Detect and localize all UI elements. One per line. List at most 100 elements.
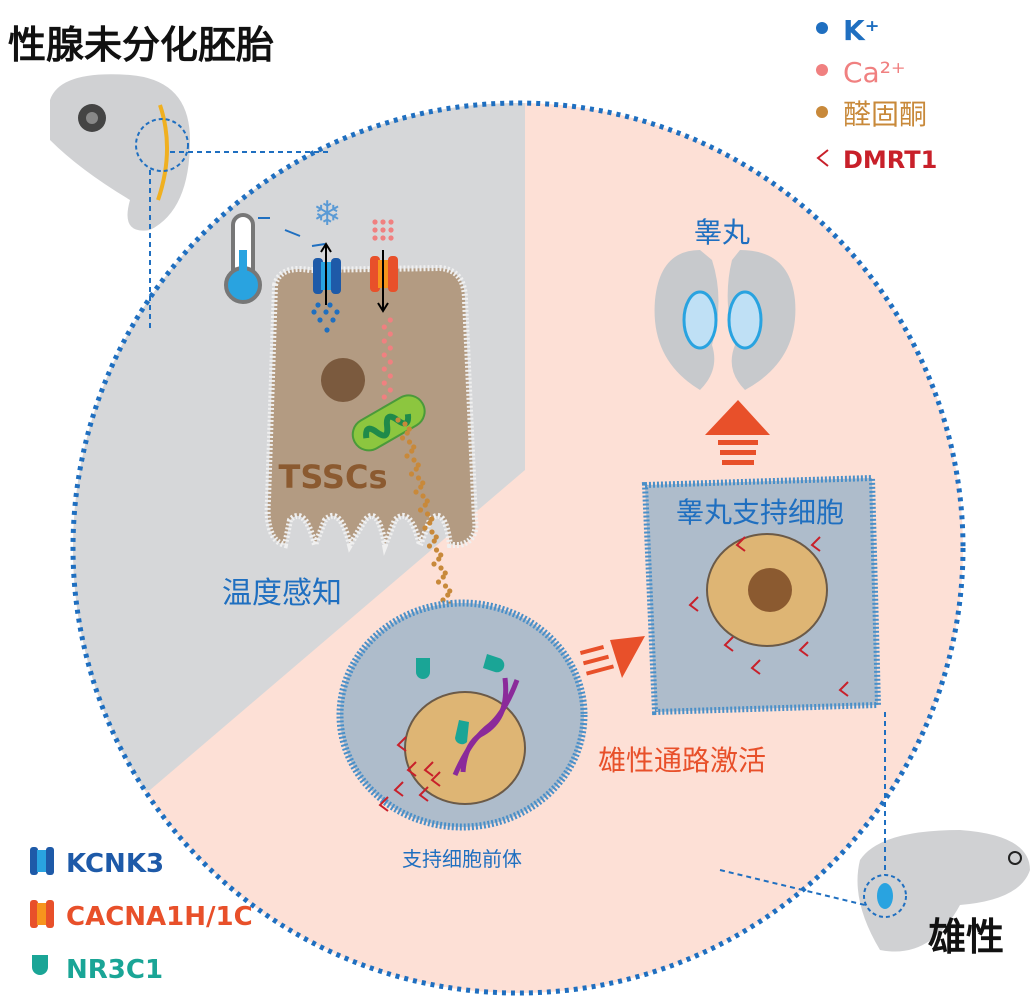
legend-kcnk3: KCNK3 bbox=[66, 849, 164, 879]
aldosterone-dot bbox=[445, 592, 451, 598]
dmrt1-marker bbox=[418, 786, 429, 802]
aldosterone-dot bbox=[413, 466, 419, 472]
aldosterone-dot bbox=[442, 583, 449, 589]
aldosterone-dot bbox=[427, 520, 433, 526]
aldosterone-dot bbox=[424, 498, 430, 504]
male-pathway-label: 雄性通路激活 bbox=[598, 744, 766, 777]
cacna1h-icon bbox=[30, 900, 54, 928]
aldosterone-dot bbox=[424, 511, 431, 517]
aldosterone-dot bbox=[415, 462, 421, 468]
aldosterone-dot bbox=[395, 417, 401, 423]
ca-ion-dot bbox=[372, 219, 378, 225]
aldosterone-dot bbox=[406, 426, 412, 432]
aldosterone-dot bbox=[422, 525, 428, 531]
main-circle-border bbox=[70, 100, 966, 996]
aldosterone-dot bbox=[420, 480, 426, 486]
ca-ion-dot bbox=[387, 317, 393, 323]
arrow-right-icon bbox=[579, 636, 645, 678]
dmrt1-marker bbox=[723, 636, 734, 652]
legend-bottom: KCNK3 CACNA1H/1C NR3C1 bbox=[30, 847, 253, 985]
dmrt1-marker bbox=[735, 536, 746, 552]
aldosterone-dot bbox=[442, 570, 448, 576]
aldosterone-dot bbox=[431, 561, 437, 567]
aldosterone-dot bbox=[406, 439, 413, 445]
cacna1h-channel bbox=[370, 250, 398, 313]
ca-ion-dot bbox=[388, 227, 394, 233]
aldosterone-dot bbox=[447, 588, 453, 594]
precursor-nucleus bbox=[404, 691, 526, 805]
k-ion-dot bbox=[324, 327, 330, 333]
testis-label: 睾丸 bbox=[694, 216, 750, 249]
dmrt1-icon bbox=[816, 149, 829, 167]
k-ion-dot bbox=[323, 309, 329, 315]
aldosterone-dot bbox=[438, 552, 444, 558]
aldosterone-dot bbox=[433, 547, 440, 553]
aldosterone-dot bbox=[415, 475, 422, 481]
dmrt1-marker bbox=[396, 736, 407, 752]
aldosterone-dot bbox=[420, 493, 426, 499]
legend-top: K⁺ Ca²⁺ 醛固酮 DMRT1 bbox=[816, 14, 937, 174]
legend-aldosterone: 醛固酮 bbox=[843, 98, 927, 131]
male-label: 雄性 bbox=[928, 915, 1004, 959]
embryo-icon bbox=[50, 74, 190, 231]
aldosterone-dot bbox=[417, 507, 424, 513]
ca-ion-dot bbox=[380, 235, 386, 241]
ca-ion-dot bbox=[372, 227, 378, 233]
ca-ion-dot bbox=[387, 331, 393, 337]
k-ion-dot bbox=[330, 317, 336, 323]
aldosterone-icon bbox=[816, 106, 828, 118]
ca-ion-dot bbox=[381, 380, 387, 386]
aldosterone-dot bbox=[408, 471, 415, 477]
tsscs-label: TSSCs bbox=[278, 458, 387, 496]
dmrt1-marker bbox=[406, 761, 417, 777]
temperature-sensing-label: 温度感知 bbox=[222, 576, 342, 611]
k-ion-dot bbox=[334, 309, 340, 315]
dmrt1-marker bbox=[750, 659, 761, 675]
aldosterone-dot bbox=[404, 453, 410, 459]
aldosterone-dot bbox=[399, 435, 406, 441]
aldosterone-dot bbox=[418, 484, 424, 490]
sertoli-nucleolus bbox=[748, 568, 792, 612]
aldosterone-dot bbox=[411, 444, 417, 450]
aldosterone-dot bbox=[422, 502, 428, 508]
aldosterone-dot bbox=[440, 574, 446, 580]
ca-ion-dot bbox=[381, 352, 387, 358]
k-ion-icon bbox=[816, 22, 828, 34]
precursor-label: 支持细胞前体 bbox=[402, 847, 522, 871]
dmrt1-marker bbox=[393, 781, 404, 797]
zoom-lines-bottom bbox=[719, 712, 886, 906]
aldosterone-dot bbox=[436, 556, 442, 562]
ca-ion-dot bbox=[381, 338, 387, 344]
ca-ion-dot bbox=[387, 359, 393, 365]
ca-ion-dot bbox=[388, 235, 394, 241]
dmrt1-markers bbox=[378, 536, 849, 812]
dmrt1-marker bbox=[688, 596, 699, 612]
ca-ion-dot bbox=[381, 324, 387, 330]
ca-ion-icon bbox=[816, 64, 828, 76]
aldosterone-dot bbox=[429, 529, 435, 535]
dmrt1-marker bbox=[423, 761, 434, 777]
ca-ion-dot bbox=[380, 227, 386, 233]
aldosterone-dot bbox=[433, 534, 439, 540]
legend-cacna1h: CACNA1H/1C bbox=[66, 902, 253, 932]
aldosterone-dot bbox=[404, 430, 410, 436]
tsscs-cell bbox=[264, 264, 479, 556]
legend-nr3c1: NR3C1 bbox=[66, 955, 163, 985]
cold-signal-dashes bbox=[258, 217, 326, 247]
arrow-up-icon bbox=[705, 400, 770, 465]
ca-ion-dot bbox=[388, 219, 394, 225]
legend-k: K⁺ bbox=[843, 14, 879, 47]
kcnk3-icon bbox=[30, 847, 54, 875]
dmrt1-marker bbox=[798, 641, 809, 657]
aldosterone-dot bbox=[409, 448, 415, 454]
dna-icon bbox=[452, 677, 520, 776]
dmrt1-marker bbox=[378, 796, 389, 812]
aldosterone-dot bbox=[429, 516, 435, 522]
legend-dmrt1: DMRT1 bbox=[843, 146, 937, 174]
ca-ion-dot bbox=[381, 366, 387, 372]
nr3c1-receptor-icons bbox=[416, 654, 505, 745]
kcnk3-channel bbox=[313, 242, 341, 305]
legend-ca: Ca²⁺ bbox=[843, 56, 906, 89]
